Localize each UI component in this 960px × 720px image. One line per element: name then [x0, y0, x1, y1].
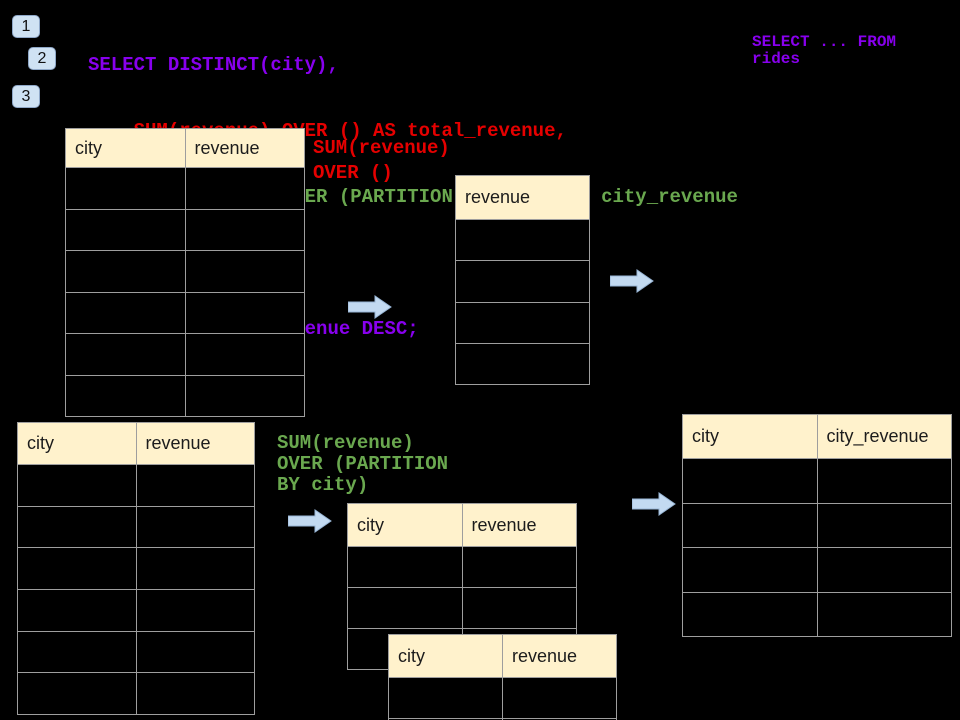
- table-cell-empty: [456, 261, 589, 301]
- table-cell-empty: [18, 507, 136, 548]
- table-row: [683, 547, 951, 592]
- column-header-city: city: [692, 426, 719, 446]
- right-arrow-icon: [348, 295, 392, 319]
- column-header-city: city: [357, 514, 384, 535]
- table-row: [18, 589, 254, 631]
- table-row: [348, 546, 576, 587]
- table-header-row: city revenue: [66, 129, 304, 167]
- table-cell-empty: [184, 209, 305, 250]
- table-row: [66, 333, 304, 375]
- column-header-revenue: revenue: [465, 187, 531, 207]
- table-cell-empty: [816, 592, 952, 636]
- right-arrow-icon: [632, 492, 676, 516]
- table-city-revenue-result: city city_revenue: [682, 414, 952, 637]
- table-cell-empty: [348, 588, 462, 628]
- table-cell-empty: [18, 673, 136, 714]
- column-header-revenue: revenue: [135, 423, 255, 464]
- table-cell-empty: [135, 673, 255, 715]
- table-header-row: city city_revenue: [683, 415, 951, 458]
- table-row: [683, 502, 952, 548]
- table-cell-empty: [816, 459, 952, 503]
- column-header-revenue: revenue: [502, 635, 616, 677]
- column-header-revenue: revenue: [184, 129, 305, 167]
- table-cell-empty: [184, 251, 305, 292]
- table-cell-empty: [66, 168, 185, 209]
- table-cell-empty: [18, 632, 136, 673]
- table-cell-empty: [683, 593, 817, 637]
- table-header-row: city revenue: [389, 635, 616, 677]
- table-partition-city-overlay: city revenue: [388, 634, 617, 720]
- table-row: [456, 342, 589, 384]
- table-cell-empty: [66, 376, 185, 417]
- table-cell-empty: [456, 220, 589, 260]
- table-cell-empty: [389, 678, 502, 718]
- table-row: [18, 630, 255, 673]
- side-note-select-from-rides: SELECT ... FROM rides: [752, 33, 897, 68]
- table-cell-empty: [135, 631, 255, 673]
- table-row: [348, 587, 576, 628]
- table-row: [66, 208, 305, 251]
- table-header-row: city revenue: [18, 423, 254, 464]
- table-cell-empty: [461, 547, 577, 587]
- table-source-rides-bottom: city revenue: [17, 422, 255, 716]
- table-cell-empty: [461, 588, 577, 628]
- table-cell-empty: [348, 547, 462, 587]
- step-badge-1: 1: [12, 15, 40, 38]
- table-cell-empty: [18, 548, 136, 589]
- table-total-revenue: revenue: [455, 175, 590, 385]
- table-cell-empty: [18, 590, 136, 631]
- table-cell-empty: [816, 503, 952, 547]
- table-row: [456, 219, 589, 260]
- table-cell-empty: [184, 334, 305, 375]
- table-row: [18, 505, 255, 548]
- sql-line-select: SELECT DISTINCT(city),: [88, 54, 339, 76]
- table-row: [66, 250, 304, 292]
- annotation-total-revenue: SUM(revenue) OVER (): [313, 137, 450, 184]
- table-cell-empty: [184, 292, 305, 333]
- table-row: [389, 677, 616, 718]
- column-header-city-revenue: city_revenue: [816, 415, 952, 458]
- table-cell-empty: [135, 465, 255, 506]
- right-arrow-icon: [610, 269, 654, 293]
- column-header-city: city: [27, 433, 54, 453]
- table-row: [456, 301, 589, 343]
- table-row: [66, 291, 305, 334]
- table-cell-empty: [135, 506, 255, 548]
- table-cell-empty: [18, 465, 136, 506]
- table-cell-empty: [66, 210, 185, 251]
- table-row: [18, 672, 255, 715]
- column-header-revenue: revenue: [461, 504, 577, 546]
- table-cell-empty: [184, 375, 305, 416]
- table-cell-empty: [66, 251, 185, 292]
- table-cell-empty: [456, 344, 589, 384]
- right-arrow-icon: [288, 509, 332, 533]
- annotation-partition-by-city: SUM(revenue) OVER (PARTITION BY city): [277, 432, 449, 496]
- table-cell-empty: [683, 459, 817, 503]
- table-row: [18, 464, 254, 506]
- table-source-rides-top: city revenue: [65, 128, 305, 417]
- column-header-city: city: [75, 137, 102, 158]
- step-badge-2: 2: [28, 47, 56, 70]
- table-row: [456, 260, 589, 301]
- column-header-city: city: [398, 645, 425, 666]
- table-cell-empty: [184, 168, 305, 209]
- table-cell-empty: [135, 590, 255, 631]
- table-cell-empty: [816, 548, 952, 592]
- step-badge-3: 3: [12, 85, 40, 108]
- table-cell-empty: [66, 293, 185, 334]
- table-cell-empty: [683, 548, 817, 592]
- table-row: [18, 547, 255, 590]
- table-header-row: city revenue: [348, 504, 576, 546]
- table-cell-empty: [66, 334, 185, 375]
- table-header-row: revenue: [456, 176, 589, 219]
- table-cell-empty: [502, 678, 616, 718]
- table-cell-empty: [683, 504, 817, 548]
- table-row: [66, 167, 304, 209]
- table-cell-empty: [135, 548, 255, 590]
- table-cell-empty: [456, 303, 589, 343]
- table-row: [683, 591, 952, 637]
- table-row: [683, 458, 951, 503]
- table-row: [66, 374, 305, 417]
